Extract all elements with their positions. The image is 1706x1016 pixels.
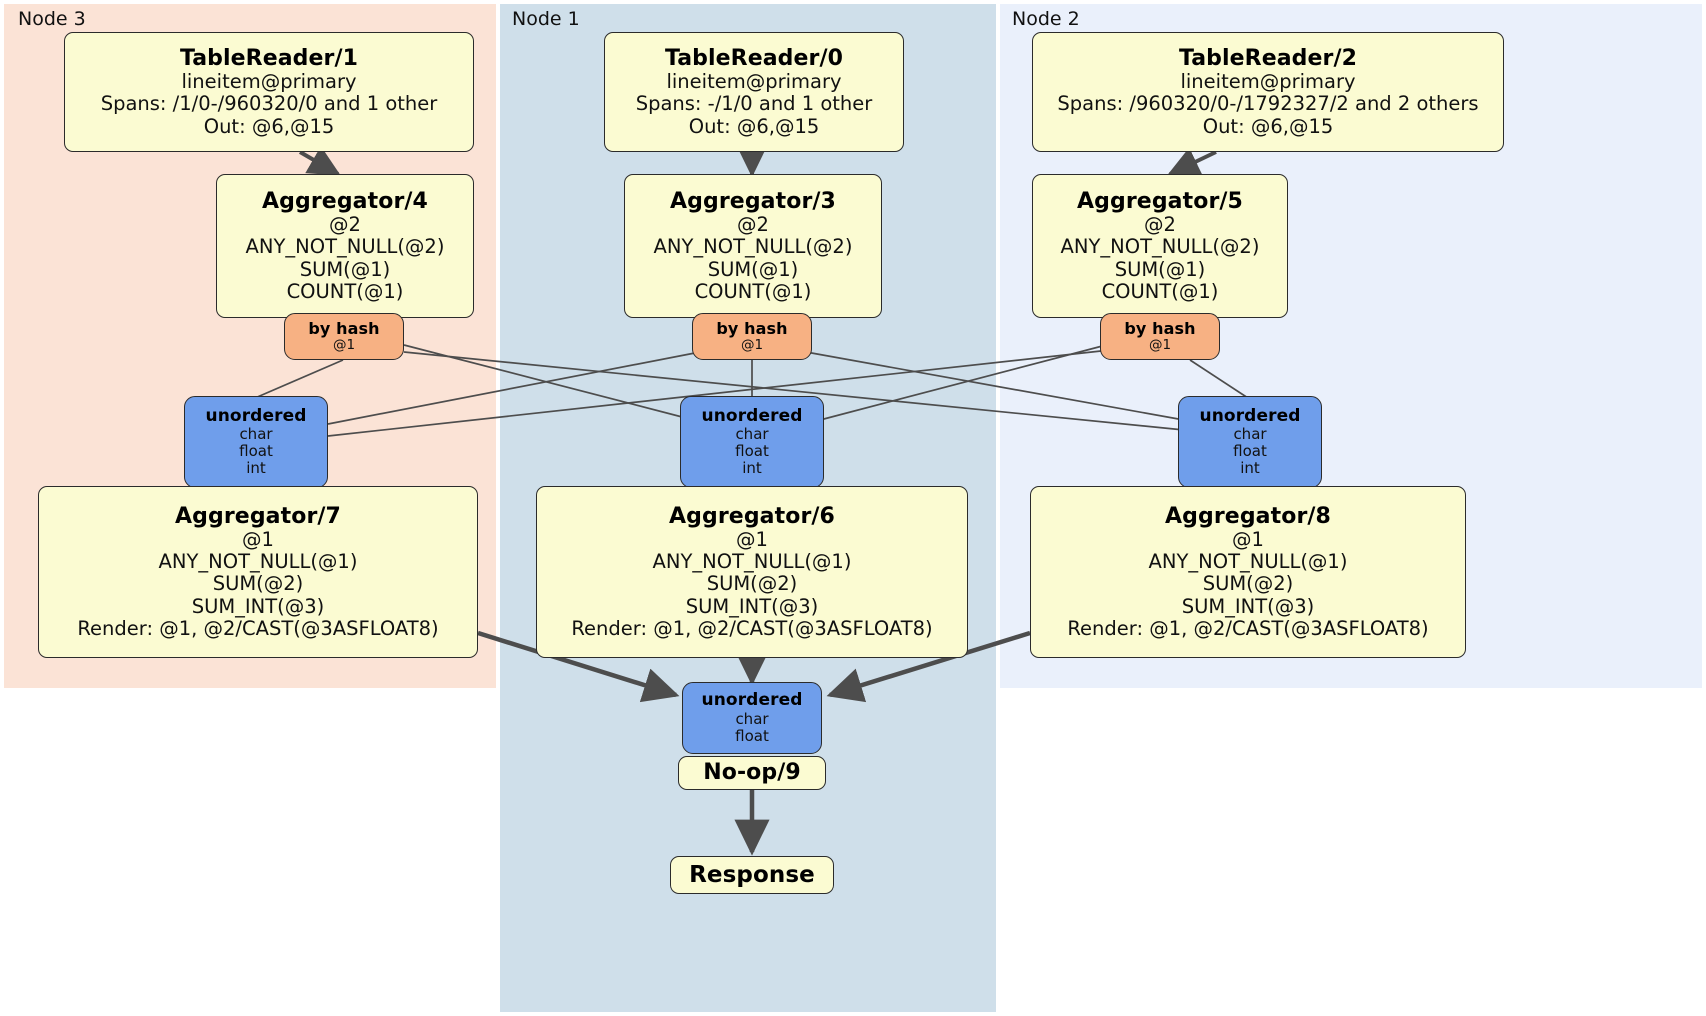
node-line: @1 (332, 336, 356, 353)
node-line: SUM(@1) (299, 257, 391, 281)
node-title: Aggregator/5 (1077, 189, 1243, 215)
processor-no-op-9[interactable]: No-op/9 (678, 756, 826, 790)
node-line: Render: @1, @2/CAST(@3ASFLOAT8) (77, 616, 439, 640)
node-line: SUM(@1) (707, 257, 799, 281)
node-line: int (742, 459, 762, 478)
node-line: float (735, 726, 769, 745)
node-line: @1 (1232, 527, 1264, 551)
node-line: @1 (1148, 336, 1172, 353)
node-title: unordered (701, 405, 803, 426)
node-line: ANY_NOT_NULL(@1) (158, 550, 358, 574)
node-line: SUM_INT(@3) (1181, 594, 1315, 618)
lane-label-node2: Node 2 (1012, 8, 1080, 30)
synchronizer-unordered-node3[interactable]: unordered char float int (184, 396, 328, 488)
router-by-hash-node3[interactable]: by hash @1 (284, 313, 404, 360)
synchronizer-unordered-node1[interactable]: unordered char float int (680, 396, 824, 488)
node-line: char (735, 709, 769, 728)
node-line: @1 (242, 527, 274, 551)
node-line: SUM_INT(@3) (685, 594, 819, 618)
node-line: SUM(@2) (1202, 572, 1294, 596)
processor-aggregator-7[interactable]: Aggregator/7 @1 ANY_NOT_NULL(@1) SUM(@2)… (38, 486, 478, 658)
node-line: float (239, 442, 273, 461)
node-line: lineitem@primary (181, 70, 357, 94)
node-line: SUM(@1) (1114, 257, 1206, 281)
node-line: Render: @1, @2/CAST(@3ASFLOAT8) (571, 616, 933, 640)
node-line: lineitem@primary (1180, 70, 1356, 94)
router-by-hash-node2[interactable]: by hash @1 (1100, 313, 1220, 360)
synchronizer-unordered-final[interactable]: unordered char float (682, 682, 822, 754)
node-line: SUM(@2) (212, 572, 304, 596)
node-title: Aggregator/3 (670, 189, 836, 215)
node-line: Out: @6,@15 (688, 114, 820, 138)
node-line: Spans: -/1/0 and 1 other (635, 92, 873, 116)
processor-aggregator-5[interactable]: Aggregator/5 @2 ANY_NOT_NULL(@2) SUM(@1)… (1032, 174, 1288, 318)
node-line: char (735, 425, 769, 444)
node-line: @2 (737, 213, 769, 237)
node-line: ANY_NOT_NULL(@1) (1148, 550, 1348, 574)
node-line: int (246, 459, 266, 478)
node-line: ANY_NOT_NULL(@2) (653, 235, 853, 259)
node-line: char (239, 425, 273, 444)
node-line: float (735, 442, 769, 461)
lane-label-node1: Node 1 (512, 8, 580, 30)
node-title: Aggregator/7 (175, 503, 341, 529)
router-by-hash-node1[interactable]: by hash @1 (692, 313, 812, 360)
processor-table-reader-2[interactable]: TableReader/2 lineitem@primary Spans: /9… (1032, 32, 1504, 152)
node-title: TableReader/2 (1178, 46, 1358, 72)
synchronizer-unordered-node2[interactable]: unordered char float int (1178, 396, 1322, 488)
processor-aggregator-4[interactable]: Aggregator/4 @2 ANY_NOT_NULL(@2) SUM(@1)… (216, 174, 474, 318)
node-title: by hash (1124, 318, 1196, 338)
node-line: ANY_NOT_NULL(@2) (1060, 235, 1260, 259)
processor-table-reader-1[interactable]: TableReader/1 lineitem@primary Spans: /1… (64, 32, 474, 152)
node-title: unordered (1199, 405, 1301, 426)
node-line: Spans: /1/0-/960320/0 and 1 other (100, 92, 438, 116)
node-line: ANY_NOT_NULL(@1) (652, 550, 852, 574)
node-line: @1 (736, 527, 768, 551)
node-title: Aggregator/4 (262, 189, 428, 215)
node-line: ANY_NOT_NULL(@2) (245, 235, 445, 259)
processor-aggregator-3[interactable]: Aggregator/3 @2 ANY_NOT_NULL(@2) SUM(@1)… (624, 174, 882, 318)
node-line: COUNT(@1) (286, 279, 404, 303)
lane-label-node3: Node 3 (18, 8, 86, 30)
node-line: @2 (329, 213, 361, 237)
node-title: TableReader/0 (664, 46, 844, 72)
node-line: @1 (740, 336, 764, 353)
node-line: SUM_INT(@3) (191, 594, 325, 618)
node-title: TableReader/1 (179, 46, 359, 72)
processor-aggregator-6[interactable]: Aggregator/6 @1 ANY_NOT_NULL(@1) SUM(@2)… (536, 486, 968, 658)
node-title: unordered (205, 405, 307, 426)
node-title: No-op/9 (703, 760, 801, 786)
node-line: Spans: /960320/0-/1792327/2 and 2 others (1057, 92, 1479, 116)
node-line: COUNT(@1) (1101, 279, 1219, 303)
processor-aggregator-8[interactable]: Aggregator/8 @1 ANY_NOT_NULL(@1) SUM(@2)… (1030, 486, 1466, 658)
node-line: float (1233, 442, 1267, 461)
node-line: int (1240, 459, 1260, 478)
node-line: SUM(@2) (706, 572, 798, 596)
node-line: Render: @1, @2/CAST(@3ASFLOAT8) (1067, 616, 1429, 640)
node-line: Out: @6,@15 (1202, 114, 1334, 138)
processor-response[interactable]: Response (670, 856, 834, 894)
node-title: Aggregator/8 (1165, 503, 1331, 529)
processor-table-reader-0[interactable]: TableReader/0 lineitem@primary Spans: -/… (604, 32, 904, 152)
node-line: COUNT(@1) (694, 279, 812, 303)
node-title: unordered (701, 690, 803, 711)
node-line: Out: @6,@15 (203, 114, 335, 138)
node-title: by hash (716, 318, 788, 338)
node-title: Aggregator/6 (669, 503, 835, 529)
node-line: lineitem@primary (666, 70, 842, 94)
node-line: char (1233, 425, 1267, 444)
node-title: by hash (308, 318, 380, 338)
node-title: Response (689, 861, 815, 888)
node-line: @2 (1144, 213, 1176, 237)
